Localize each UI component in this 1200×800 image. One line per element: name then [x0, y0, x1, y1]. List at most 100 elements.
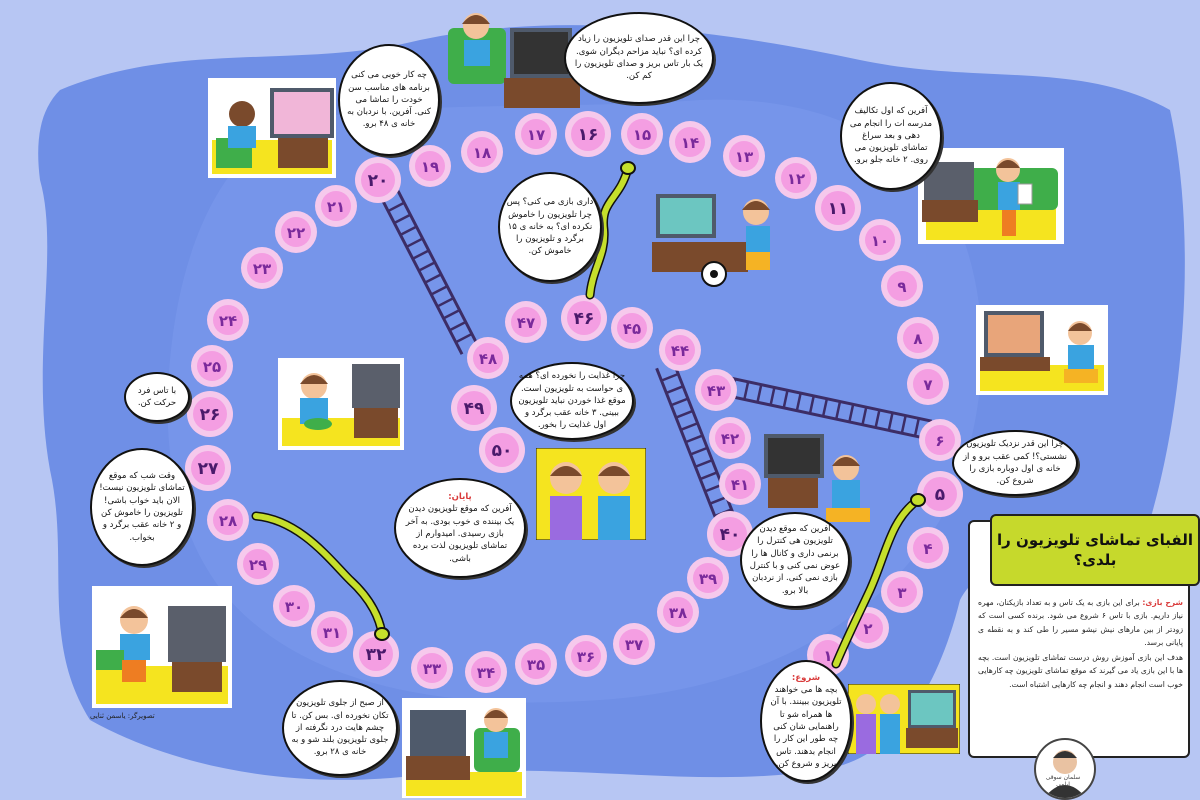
bubble-cell-26: با تاس فرد حرکت کن. [124, 372, 190, 422]
board-cell-number: ۳۵ [527, 656, 545, 674]
board-cell-21: ۲۱ [315, 185, 357, 227]
board-cell-number: ۴ [923, 540, 932, 558]
scene-kid-playing-ball [652, 194, 770, 287]
board-cell-49: ۴۹ [451, 385, 497, 431]
end-label: پایان: [448, 492, 472, 503]
board-cell-39: ۳۹ [687, 557, 729, 599]
cells-layer: ۱۲۳۴۵۶۷۸۹۱۰۱۱۱۲۱۳۱۴۱۵۱۶۱۷۱۸۱۹۲۰۲۱۲۲۲۳۲۴۲… [185, 111, 963, 693]
board-cell-47: ۴۷ [505, 301, 547, 343]
board-cell-7: ۷ [907, 363, 949, 405]
board-cell-number: ۵۰ [492, 441, 513, 461]
board-cell-number: ۹ [897, 278, 906, 296]
board-cell-36: ۳۶ [565, 635, 607, 677]
board-cell-13: ۱۳ [723, 135, 765, 177]
bubble-cell-11: آفرین که اول تکالیف مدرسه ات را انجام می… [840, 82, 942, 190]
scene-kid-eating [278, 358, 404, 450]
scene-kid-remote [764, 434, 870, 522]
board-cell-number: ۳ [897, 584, 906, 602]
board-cell-48: ۴۸ [467, 337, 509, 379]
board-cell-number: ۳۳ [423, 660, 441, 678]
scene-start-kids-tv [848, 684, 960, 754]
board-cell-27: ۲۷ [185, 445, 231, 491]
board-cell-18: ۱۸ [461, 131, 503, 173]
snake-5-to-1 [831, 493, 926, 669]
board-cell-35: ۳۵ [515, 643, 557, 685]
board-cell-25: ۲۵ [191, 345, 233, 387]
board-cell-number: ۳۶ [577, 648, 595, 666]
cell-20-text: چه کار خوبی می کنی برنامه های مناسب سن خ… [347, 70, 431, 130]
board-cell-19: ۱۹ [409, 145, 451, 187]
board-cell-number: ۱۱ [828, 199, 849, 219]
ladder-43-to-6 [717, 374, 933, 441]
board-cell-number: ۲۷ [198, 459, 219, 479]
cell-11-text: آفرین که اول تکالیف مدرسه ات را انجام می… [849, 106, 933, 166]
board-cell-5: ۵ [917, 471, 963, 517]
snakes-layer [251, 161, 926, 669]
board-cell-22: ۲۲ [275, 211, 317, 253]
author-name: سلمان سوقی ایلمی [1045, 774, 1081, 788]
rules-goal: هدف این بازی آموزش روش درست تماشای تلویز… [978, 653, 1183, 689]
board-cell-number: ۱۳ [735, 148, 753, 166]
cell-32-text: از صبح از جلوی تلویزیون تکان نخورده ای. … [291, 698, 389, 758]
rules-panel: الفبای تماشای تلویزیون را بلدی؟ شرح بازی… [968, 514, 1200, 758]
ladder-20-to-48 [380, 190, 480, 355]
board-cell-number: ۴۴ [671, 342, 689, 360]
board-cell-number: ۴۷ [517, 314, 535, 332]
board-cell-number: ۳۹ [699, 570, 717, 588]
board-cell-number: ۲۰ [368, 171, 389, 191]
board-cell-number: ۱۵ [633, 126, 651, 144]
board-cell-38: ۳۸ [657, 591, 699, 633]
board-cell-number: ۳۷ [625, 636, 643, 654]
board-cell-number: ۱۷ [527, 126, 545, 144]
bubble-cell-32: از صبح از جلوی تلویزیون تکان نخورده ای. … [282, 680, 398, 776]
cell-46-text: داری بازی می کنی؟ پس چرا تلویزیون را خام… [506, 197, 594, 257]
bubble-cell-49: چرا غذایت را نخورده ای؟ همه ی حواست به ت… [510, 362, 634, 440]
cell-26-text: با تاس فرد حرکت کن. [137, 385, 177, 408]
board-cell-number: ۳۱ [323, 624, 341, 642]
board-cell-number: ۲۴ [219, 312, 237, 330]
board-cell-23: ۲۳ [241, 247, 283, 289]
board-cell-number: ۱۲ [787, 170, 805, 188]
board-cell-44: ۴۴ [659, 329, 701, 371]
board-cell-33: ۳۳ [411, 647, 453, 689]
board-cell-15: ۱۵ [621, 113, 663, 155]
board-cell-11: ۱۱ [815, 185, 861, 231]
bubble-cell-27: وقت شب که موقع تماشای تلویزیون نیست! الا… [90, 448, 194, 566]
board-cell-number: ۴۹ [464, 399, 485, 419]
board-cell-32: ۳۲ [353, 631, 399, 677]
board-cell-14: ۱۴ [669, 121, 711, 163]
board-cell-10: ۱۰ [859, 219, 901, 261]
board-cell-number: ۶ [935, 432, 944, 450]
board-cell-number: ۲۹ [249, 556, 267, 574]
board-cell-number: ۲۸ [219, 512, 237, 530]
bubble-start: شروع:بچه ها می خواهند تلویزیون ببینند. ب… [760, 660, 852, 782]
cell-27-text: وقت شب که موقع تماشای تلویزیون نیست! الا… [99, 471, 185, 543]
board-cell-number: ۲۶ [200, 405, 221, 425]
board-cell-45: ۴۵ [611, 307, 653, 349]
board-cell-37: ۳۷ [613, 623, 655, 665]
end-text: آفرین که موقع تلویزیون دیدن یک بیننده ی … [405, 504, 515, 564]
rules-body: شرح بازی: برای این بازی به یک تاس و به ت… [978, 596, 1183, 691]
board-cell-number: ۵ [935, 485, 945, 505]
board-cell-16: ۱۶ [565, 111, 611, 157]
bubble-cell-20: چه کار خوبی می کنی برنامه های مناسب سن خ… [338, 44, 440, 156]
board-cell-number: ۲۳ [253, 260, 271, 278]
bubble-cell-40: آفرین که موقع دیدن تلویزیون هی کنترل را … [740, 512, 850, 608]
cell-16-text: چرا این قدر صدای تلویزیون را زیاد کرده ا… [574, 34, 704, 82]
board-cell-number: ۳۸ [669, 604, 687, 622]
rules-text: برای این بازی به یک تاس و به تعداد بازیک… [978, 598, 1183, 647]
board-cell-number: ۳۲ [366, 645, 387, 665]
board-cell-number: ۱۸ [473, 144, 491, 162]
board-cell-41: ۴۱ [719, 463, 761, 505]
board-cell-number: ۱۰ [871, 232, 889, 250]
board-cell-number: ۷ [923, 376, 932, 394]
board-cell-50: ۵۰ [479, 427, 525, 473]
illustrator-credit: تصویرگر: یاسمن ثنایی [90, 712, 155, 720]
board-cell-6: ۶ [919, 419, 961, 461]
board-cell-3: ۳ [881, 571, 923, 613]
board-cell-number: ۴۵ [623, 320, 641, 338]
cell-40-text: آفرین که موقع دیدن تلویزیون هی کنترل را … [749, 524, 841, 596]
board-cell-number: ۱۹ [421, 158, 439, 176]
board-cell-9: ۹ [881, 265, 923, 307]
board-cell-number: ۲۱ [327, 198, 345, 216]
